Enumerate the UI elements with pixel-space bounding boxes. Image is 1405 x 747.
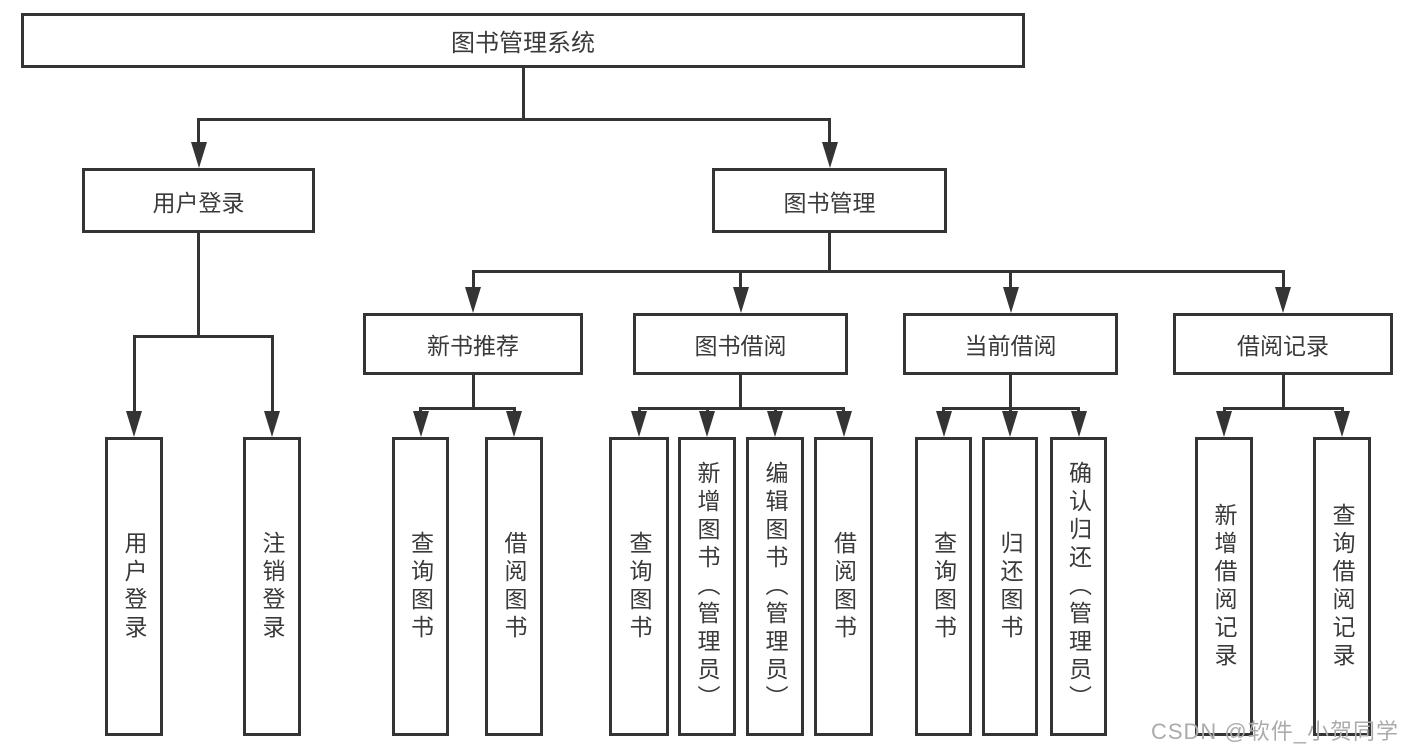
node-new-book-recommend: 新书推荐 bbox=[363, 313, 583, 375]
connector-branch-query-books-borrowing bbox=[637, 407, 641, 411]
arrowhead-query-borrow-record bbox=[1334, 411, 1350, 437]
node-current-borrowing: 当前借阅 bbox=[903, 313, 1118, 375]
connector-drop-current-borrowing bbox=[1009, 375, 1012, 410]
connector-split-new-book-recommend bbox=[419, 407, 516, 410]
arrowhead-borrow-books-recommend bbox=[506, 411, 522, 437]
connector-split-book-management bbox=[471, 270, 1285, 273]
node-borrow-books-recommend: 借阅图书 bbox=[485, 437, 543, 736]
node-query-books-borrowing: 查询图书 bbox=[609, 437, 669, 736]
connector-branch-confirm-return-admin bbox=[1077, 407, 1080, 411]
connector-branch-query-books-recommend bbox=[419, 407, 422, 411]
node-return-books: 归还图书 bbox=[982, 437, 1038, 736]
connector-drop-borrowing-records bbox=[1281, 375, 1285, 410]
connector-branch-return-books bbox=[1008, 407, 1012, 411]
connector-branch-current-borrowing bbox=[1009, 270, 1012, 287]
node-book-management: 图书管理 bbox=[712, 168, 947, 233]
connector-branch-user-login-action bbox=[132, 335, 136, 411]
arrowhead-query-books-current bbox=[935, 411, 952, 437]
connector-branch-book-borrowing bbox=[739, 270, 742, 287]
node-borrowing-records: 借阅记录 bbox=[1173, 313, 1393, 375]
arrowhead-logout-action bbox=[264, 411, 280, 437]
connector-split-root bbox=[197, 118, 831, 121]
arrowhead-query-books-recommend bbox=[412, 411, 429, 437]
connector-drop-new-book-recommend bbox=[471, 375, 475, 410]
connector-branch-add-borrow-record bbox=[1222, 407, 1226, 411]
node-add-books-admin: 新增图书（管理员） bbox=[678, 437, 736, 736]
connector-branch-logout-action bbox=[270, 335, 274, 411]
connector-branch-borrowing-records bbox=[1281, 270, 1285, 287]
node-book-borrowing: 图书借阅 bbox=[633, 313, 848, 375]
node-query-borrow-record: 查询借阅记录 bbox=[1313, 437, 1371, 736]
connector-split-user-login bbox=[132, 335, 274, 338]
connector-branch-borrow-books-borrowing bbox=[842, 407, 845, 411]
arrowhead-user-login bbox=[190, 142, 207, 168]
arrowhead-borrowing-records bbox=[1275, 287, 1291, 313]
arrowhead-add-books-admin bbox=[699, 411, 715, 437]
connector-branch-edit-books-admin bbox=[773, 407, 777, 411]
node-user-login-action: 用户登录 bbox=[105, 437, 163, 736]
connector-drop-root bbox=[521, 68, 525, 121]
arrowhead-return-books bbox=[1002, 411, 1018, 437]
connector-branch-borrow-books-recommend bbox=[512, 407, 516, 411]
connector-branch-book-management bbox=[828, 118, 831, 142]
arrowhead-book-borrowing bbox=[732, 287, 749, 313]
watermark: CSDN @软件_小贺同学 bbox=[1150, 719, 1399, 744]
node-query-books-current: 查询图书 bbox=[915, 437, 972, 736]
connector-drop-user-login bbox=[197, 233, 200, 338]
arrowhead-book-management bbox=[821, 142, 838, 168]
node-add-borrow-record: 新增借阅记录 bbox=[1195, 437, 1253, 736]
node-borrow-books-borrowing: 借阅图书 bbox=[814, 437, 873, 736]
arrowhead-add-borrow-record bbox=[1216, 411, 1232, 437]
node-user-login: 用户登录 bbox=[82, 168, 315, 233]
connector-branch-add-books-admin bbox=[705, 407, 709, 411]
connector-branch-user-login bbox=[197, 118, 200, 142]
arrowhead-current-borrowing bbox=[1002, 287, 1019, 313]
connector-split-borrowing-records bbox=[1222, 407, 1344, 410]
node-logout-action: 注销登录 bbox=[243, 437, 301, 736]
connector-split-book-borrowing bbox=[637, 407, 845, 410]
node-edit-books-admin: 编辑图书（管理员） bbox=[746, 437, 804, 736]
arrowhead-confirm-return-admin bbox=[1070, 411, 1087, 437]
arrowhead-new-book-recommend bbox=[465, 287, 481, 313]
arrowhead-borrow-books-borrowing bbox=[835, 411, 852, 437]
node-confirm-return-admin: 确认归还（管理员） bbox=[1050, 437, 1107, 736]
arrowhead-edit-books-admin bbox=[767, 411, 783, 437]
connector-drop-book-management bbox=[828, 233, 831, 273]
connector-branch-query-books-current bbox=[942, 407, 945, 411]
node-query-books-recommend: 查询图书 bbox=[392, 437, 449, 736]
arrowhead-user-login-action bbox=[126, 411, 142, 437]
connector-branch-query-borrow-record bbox=[1340, 407, 1344, 411]
node-root: 图书管理系统 bbox=[21, 13, 1025, 68]
connector-branch-new-book-recommend bbox=[471, 270, 475, 287]
arrowhead-query-books-borrowing bbox=[631, 411, 647, 437]
connector-drop-book-borrowing bbox=[739, 375, 742, 410]
